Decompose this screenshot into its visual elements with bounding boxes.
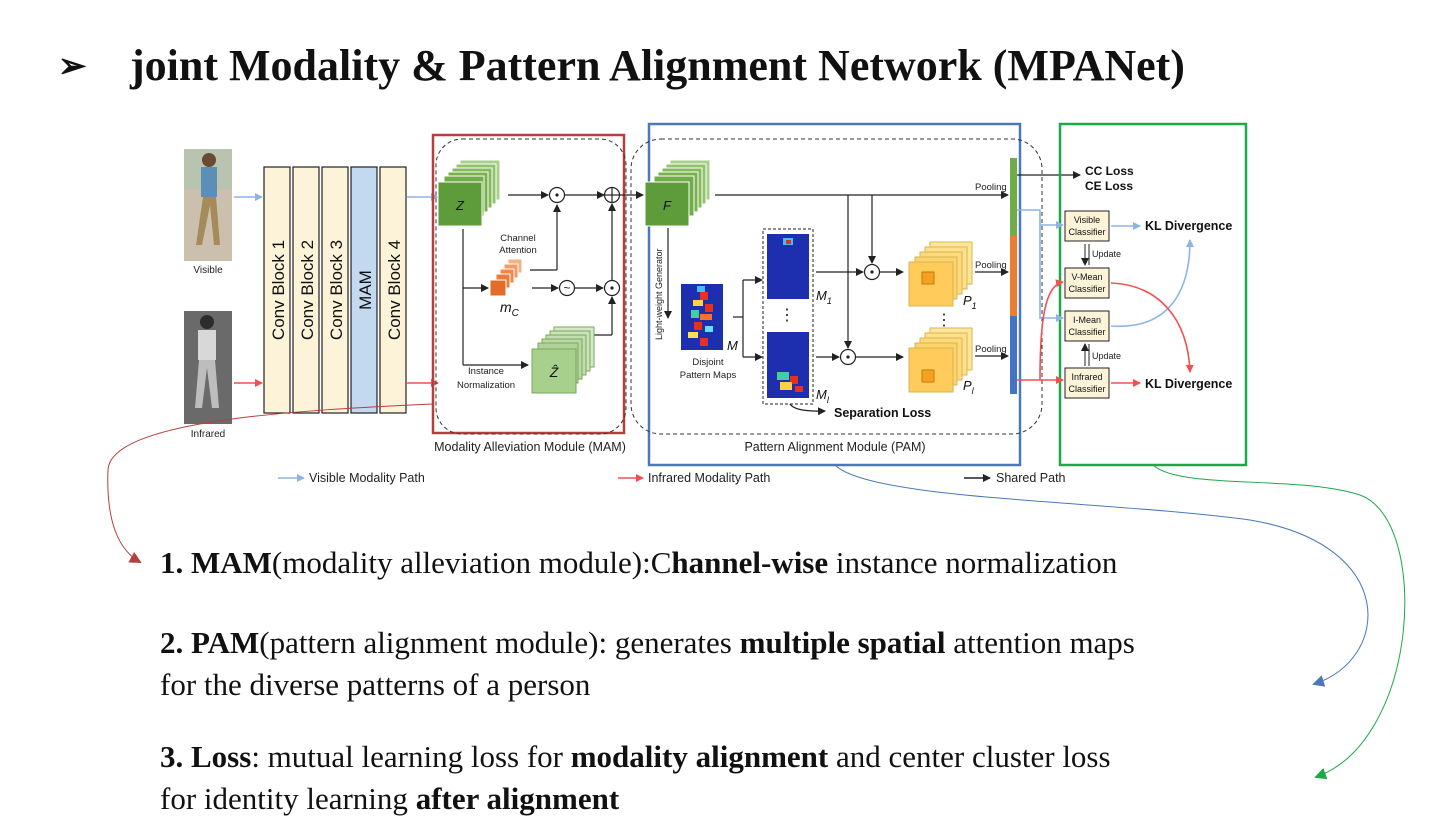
instance-norm-label-1: Instance: [468, 366, 504, 377]
infrared-person-image: [184, 311, 232, 424]
kl-divergence-top: KL Divergence: [1145, 219, 1232, 233]
conv-block-3: Conv Block 3: [321, 166, 349, 414]
svg-text:Classifier: Classifier: [1068, 227, 1105, 237]
pl-label: Pl: [963, 378, 975, 396]
legend-infrared: Infrared Modality Path: [648, 471, 770, 485]
instance-norm-label-2: Normalization: [457, 380, 515, 391]
update-label-2: Update: [1092, 351, 1121, 361]
f-feature-stack: F: [644, 159, 711, 227]
svg-text:Ẑ: Ẑ: [549, 364, 559, 380]
mam-highlight-box: [431, 133, 626, 435]
pooled-feature-bar: [1010, 158, 1017, 394]
loss-callout-arrow: [1152, 464, 1406, 780]
z-feature-stack: Z: [437, 159, 501, 227]
pl-feature-stack: [908, 327, 973, 393]
legend-visible: Visible Modality Path: [309, 471, 425, 485]
svg-text:~: ~: [563, 281, 570, 295]
p1-label: P1: [963, 293, 977, 311]
bullet-mam: 1. MAM(modality alleviation module):Chan…: [160, 545, 1118, 580]
svg-text:Classifier: Classifier: [1068, 384, 1105, 394]
zhat-feature-stack: Ẑ: [531, 326, 595, 394]
svg-text:I-Mean: I-Mean: [1073, 315, 1101, 325]
svg-text:Classifier: Classifier: [1068, 327, 1105, 337]
infrared-label: Infrared: [191, 429, 225, 440]
legend-shared: Shared Path: [996, 471, 1066, 485]
title-text: joint Modality & Pattern Alignment Netwo…: [130, 41, 1185, 90]
conv-block-4: Conv Block 4: [379, 166, 407, 414]
vmean-classifier: V-Mean Classifier: [1064, 267, 1110, 299]
pooling-label-2: Pooling: [975, 260, 1007, 271]
conv-block-1: Conv Block 1: [263, 166, 291, 414]
m1-label: M1: [816, 288, 832, 306]
svg-text:Classifier: Classifier: [1068, 284, 1105, 294]
mam-callout-arrow: [107, 403, 434, 563]
channel-attention-label-2: Attention: [499, 245, 537, 256]
separation-loss-label: Separation Loss: [834, 406, 931, 420]
pam-highlight-box: [647, 122, 1022, 467]
svg-text:Conv Block 4: Conv Block 4: [385, 240, 404, 340]
pattern-map-dots: ⋮: [779, 307, 795, 324]
cc-loss-label: CC Loss: [1085, 164, 1134, 178]
pooling-label-1: Pooling: [975, 182, 1007, 193]
mam-block: MAM: [350, 166, 378, 414]
svg-text:V-Mean: V-Mean: [1071, 272, 1102, 282]
slide-title: ➢ joint Modality & Pattern Alignment Netw…: [58, 40, 1185, 91]
svg-text:Visible: Visible: [1074, 215, 1100, 225]
imean-classifier: I-Mean Classifier: [1064, 310, 1110, 342]
pam-dashed-boundary: [630, 138, 1043, 435]
svg-text:Infrared: Infrared: [1071, 372, 1102, 382]
conv-block-2: Conv Block 2: [292, 166, 320, 414]
disjoint-label-1: Disjoint: [692, 357, 724, 368]
disjoint-label-2: Pattern Maps: [680, 370, 737, 381]
m-label: M: [727, 338, 738, 353]
feature-dots: ⋮: [936, 312, 952, 329]
arrow-bullet-icon: ➢: [58, 48, 87, 85]
svg-text:Z: Z: [455, 198, 465, 213]
mam-module-label: Modality Alleviation Module (MAM): [434, 440, 626, 454]
disjoint-pattern-maps-image: [681, 284, 723, 350]
visible-label: Visible: [193, 265, 223, 276]
channel-attention-label-1: Channel: [500, 233, 535, 244]
svg-text:MAM: MAM: [356, 270, 375, 310]
pooling-label-3: Pooling: [975, 344, 1007, 355]
update-label-1: Update: [1092, 249, 1121, 259]
svg-text:Conv Block 2: Conv Block 2: [298, 240, 317, 340]
mc-label: mC: [500, 299, 520, 319]
pattern-map-1-image: [767, 234, 809, 299]
complement-op-icon: [558, 279, 576, 297]
bullet-pam: 2. PAM(pattern alignment module): genera…: [160, 625, 1135, 702]
pattern-map-l-image: [767, 332, 809, 398]
infrared-classifier: Infrared Classifier: [1064, 367, 1110, 399]
pam-callout-arrow: [834, 464, 1369, 687]
bullet-loss: 3. Loss: mutual learning loss for modali…: [160, 739, 1111, 816]
svg-text:F: F: [663, 198, 672, 213]
generator-label: Light-weight Generator: [654, 248, 664, 340]
visible-classifier: Visible Classifier: [1064, 210, 1110, 242]
ce-loss-label: CE Loss: [1085, 179, 1133, 193]
visible-person-image: [184, 149, 232, 261]
pam-module-label: Pattern Alignment Module (PAM): [744, 440, 925, 454]
svg-text:Conv Block 3: Conv Block 3: [327, 240, 346, 340]
channel-attention-stack: [489, 258, 523, 297]
ml-label: Ml: [816, 387, 830, 405]
svg-text:Conv Block 1: Conv Block 1: [269, 240, 288, 340]
pattern-maps-dashed-group: [762, 228, 814, 405]
kl-divergence-bottom: KL Divergence: [1145, 377, 1232, 391]
p1-feature-stack: [908, 241, 973, 307]
